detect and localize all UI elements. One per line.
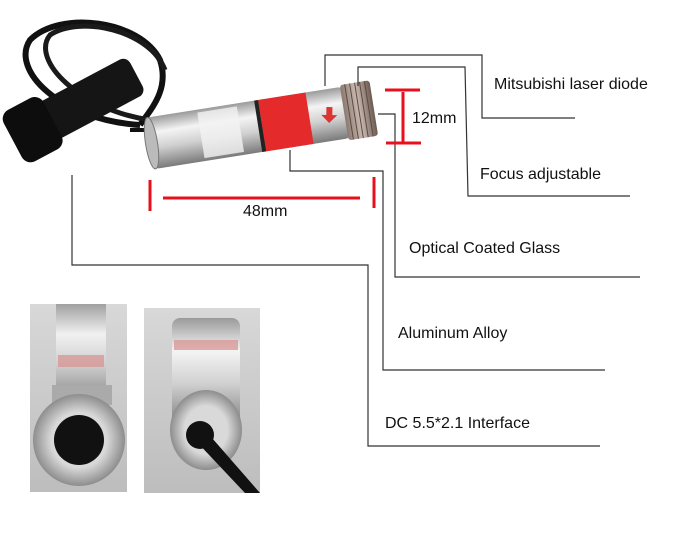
callout-focus-adjustable: Focus adjustable: [480, 166, 601, 183]
leader-line-focus: [357, 66, 630, 197]
dimension-12mm: [385, 88, 421, 145]
leader-line-dc-interface: [71, 175, 600, 447]
dc-jack-cable-photo: [2, 19, 168, 163]
callout-optical-glass: Optical Coated Glass: [409, 240, 561, 257]
leader-line-laser-diode: [324, 54, 575, 119]
callout-dc-interface: DC 5.5*2.1 Interface: [385, 415, 530, 432]
leader-line-aluminum: [289, 150, 605, 371]
rear-view-photo: [144, 308, 260, 493]
laser-module-photo: [143, 80, 378, 170]
callout-aluminum-alloy: Aluminum Alloy: [398, 325, 508, 342]
front-view-photo: [30, 304, 127, 492]
diameter-label: 12mm: [412, 110, 457, 127]
dimension-48mm: [148, 177, 376, 211]
callout-laser-diode: Mitsubishi laser diode: [494, 76, 648, 93]
length-label: 48mm: [243, 203, 288, 220]
leader-line-optical-glass: [378, 113, 640, 278]
